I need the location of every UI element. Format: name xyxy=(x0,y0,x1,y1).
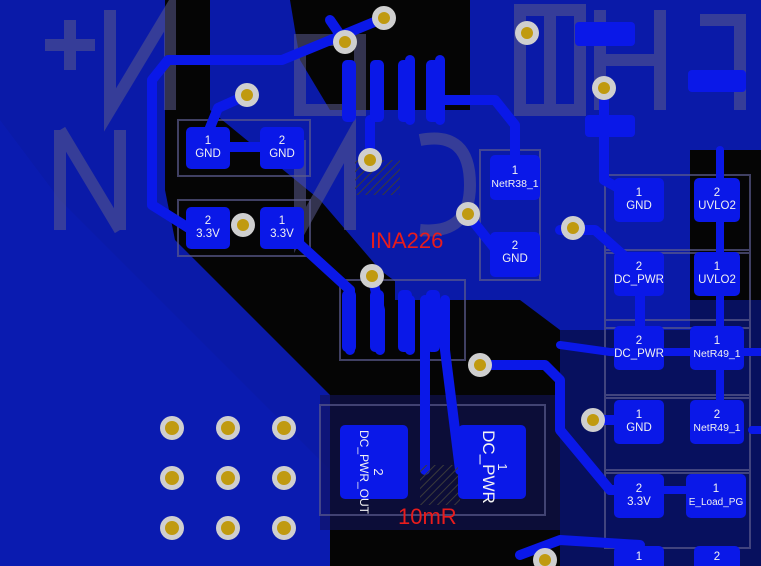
pad-pin-number: 1 xyxy=(635,187,643,199)
pad-pin-number: 2 xyxy=(713,551,721,563)
pad-dc-pwr-out[interactable] xyxy=(340,425,408,499)
pad-pin-number: 2 xyxy=(635,335,643,347)
pad-net-name: DC_PWR xyxy=(614,274,664,286)
pad-pin-number: 1 xyxy=(635,551,643,563)
pad-net-name: 3.3V xyxy=(270,228,294,240)
pad-pin-number: 2 xyxy=(635,261,643,273)
pad-net-name: GND xyxy=(502,253,528,265)
pad-pin-number: 2 xyxy=(511,240,519,252)
ground-pour-left xyxy=(0,0,330,566)
pad-pin-number: 2 xyxy=(371,468,386,476)
pad-pin-number: 1 xyxy=(712,483,720,495)
pad-pin-number: 1 xyxy=(635,409,643,421)
pad-pin-number: 2 xyxy=(713,409,721,421)
pad-net-name: 3.3V xyxy=(196,228,220,240)
via-grid xyxy=(160,416,296,540)
pad-net-name: E_Load_PG xyxy=(688,497,744,508)
designator-ina226[interactable]: INA226 xyxy=(370,228,444,253)
pad-pin-number: 2 xyxy=(713,187,721,199)
component-outlines xyxy=(177,119,751,549)
pad-dc-pwr[interactable] xyxy=(458,425,526,499)
designator-shunt[interactable]: 10mR xyxy=(398,504,457,529)
vias xyxy=(231,6,616,566)
pad-net-name: UVLO2 xyxy=(698,274,736,286)
pad-net-name: GND xyxy=(269,148,295,160)
pad-pin-number: 1 xyxy=(713,335,721,347)
pad-net-name: DC_PWR xyxy=(614,348,664,360)
pad-net-name: 3.3V xyxy=(627,496,651,508)
pad-net-name: GND xyxy=(626,422,652,434)
pad-net-name: GND xyxy=(626,200,652,212)
silkscreen-text-faint xyxy=(45,0,746,254)
pad-net-name: UVLO2 xyxy=(698,200,736,212)
pad-net-name: GND xyxy=(195,148,221,160)
shunt-pad-label-out: 2 DC_PWR_OUT xyxy=(355,417,386,527)
pad-bottom-2[interactable]: 2 xyxy=(694,546,740,566)
pad-pin-number: 2 xyxy=(635,483,643,495)
pad-net-name: DC_PWR xyxy=(479,430,498,504)
shunt-pad-label-in: 1 DC_PWR xyxy=(475,412,510,522)
pad-pin-number: 1 xyxy=(278,215,286,227)
pad-pin-number: 1 xyxy=(204,135,212,147)
ic-pins xyxy=(342,22,746,352)
pad-net-name: NetR49_1 xyxy=(693,348,741,360)
pad-net-name: NetR38_1 xyxy=(491,178,539,190)
pad-net-name: DC_PWR_OUT xyxy=(357,429,371,514)
pad-pin-number: 2 xyxy=(278,135,286,147)
pad-pin-number: 1 xyxy=(511,165,519,177)
pad-bottom-1[interactable]: 1 xyxy=(614,546,664,566)
pad-pin-number: 2 xyxy=(204,215,212,227)
pad-net-name: NetR49_1 xyxy=(693,422,741,434)
pad-pin-number: 1 xyxy=(713,261,721,273)
